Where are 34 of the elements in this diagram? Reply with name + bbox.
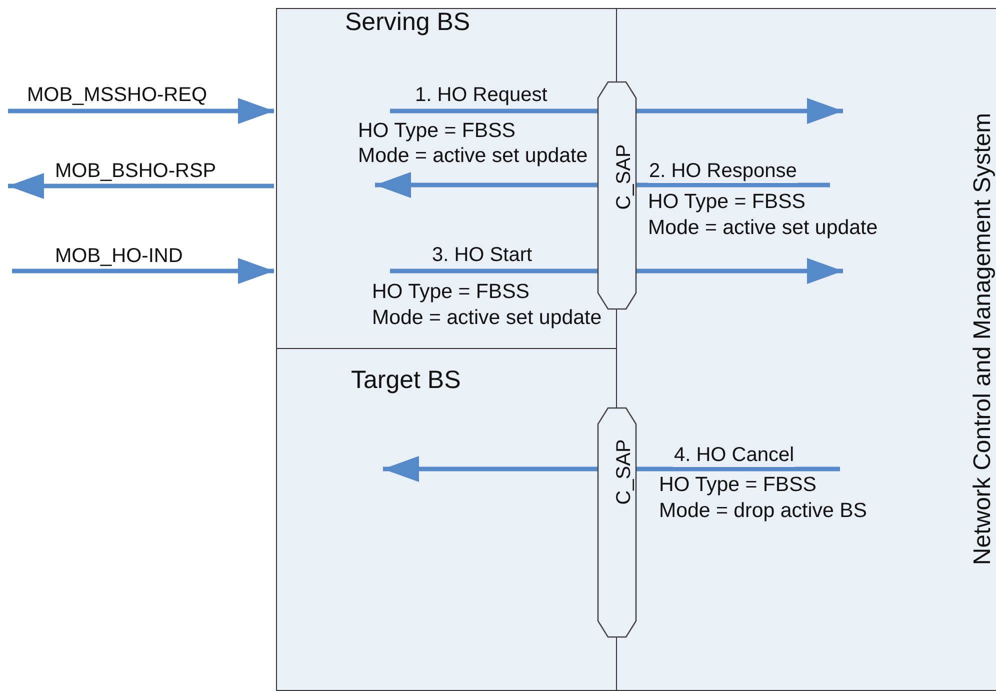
message-line [636,182,830,188]
parameter-note: HO Type = FBSS [358,119,516,143]
message-arrow [375,172,598,198]
message-line [636,466,840,472]
parameter-note: Mode = active set update [648,216,878,240]
parameter-note: Mode = active set update [372,306,602,330]
parameter-note: HO Type = FBSS [372,280,530,304]
message-arrow [636,98,843,124]
panel-title: Target BS [351,367,461,394]
edge-label: 1. HO Request [414,84,548,107]
sap-label: C_SAP [613,144,635,210]
message-arrow [8,173,274,199]
access-point-capsule [598,408,636,637]
parameter-note: HO Type = FBSS [648,190,806,214]
parameter-note: HO Type = FBSS [659,473,816,497]
message-arrow [383,456,598,482]
parameter-note: Mode = active set update [358,144,588,168]
parameter-note: Mode = drop active BS [659,499,867,523]
access-point-capsule [598,82,636,309]
message-arrow [8,98,274,124]
sap-label: C_SAP [613,439,635,505]
edge-label: 4. HO Cancel [673,444,796,467]
entity-box [616,8,996,691]
entity-box [276,348,617,691]
message-line [390,108,598,114]
edge-label: MOB_BSHO-RSP [54,160,218,183]
message-line [390,268,598,274]
edge-label: MOB_HO-IND [54,245,184,268]
panel-title: Serving BS [345,9,470,36]
edge-label: 2. HO Response [648,160,798,183]
message-arrow [636,258,843,284]
panel-title: Network Control and Management System [970,112,996,566]
message-arrow [12,258,274,284]
edge-label: MOB_MSSHO-REQ [26,84,208,107]
